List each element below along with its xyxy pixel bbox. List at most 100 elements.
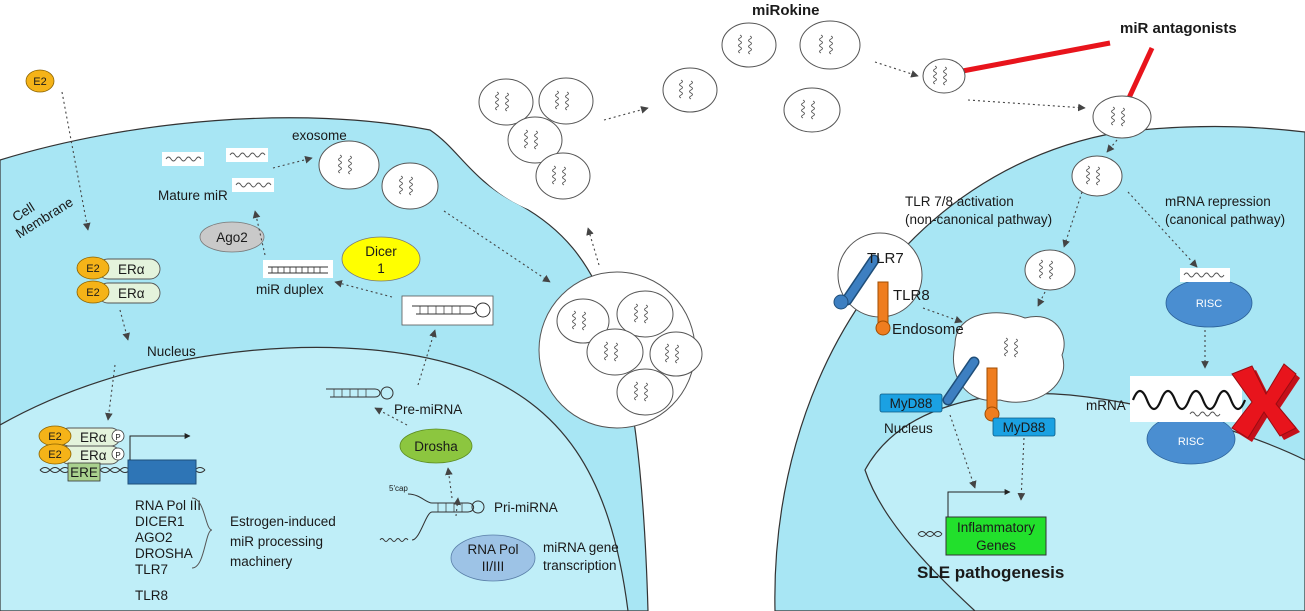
svg-text:Genes: Genes [976,538,1016,553]
svg-text:ERα: ERα [118,262,145,277]
machinery-list: RNA Pol III DICER1 AGO2 DROSHA TLR7 TLR8 [135,498,201,603]
fusing-vesicle [1092,95,1152,139]
tlr8-receptor-bound [984,367,1000,422]
machinery-item: DROSHA [135,546,193,561]
svg-text:ERα: ERα [80,448,107,463]
e2-er-alpha-complex: E2 ERα E2 ERα [76,256,161,304]
tlr7-receptor-bound [942,356,980,406]
drosha-protein: Drosha [399,428,473,464]
target-gene-box [127,459,197,485]
myd88-adaptor: MyD88 [879,393,943,413]
mature-mir-strand [162,152,204,166]
pri-mirna-label: Pri-miRNA [494,500,558,515]
svg-text:E2: E2 [33,76,46,88]
svg-text:1: 1 [377,261,385,276]
svg-text:MyD88: MyD88 [1003,420,1046,435]
pri-mirna: 5'cap [379,484,485,542]
svg-text:ERα: ERα [80,430,107,445]
svg-text:E2: E2 [86,263,99,275]
svg-text:ERE: ERE [70,465,98,480]
endosome-label: Endosome [892,321,964,338]
left-cell-bud-arc [445,118,620,225]
machinery-item: DICER1 [135,514,185,529]
mature-mir-strand [232,178,274,192]
machinery-item: AGO2 [135,530,173,545]
free-vesicle [799,20,861,70]
svg-text:RNA Pol: RNA Pol [467,542,518,557]
svg-text:transcription: transcription [543,558,617,573]
ago2-protein: Ago2 [199,221,265,253]
rna-pol-protein: RNA Pol II/III [450,534,536,582]
multivesicular-body [538,271,703,429]
mrna-strand [1130,376,1247,422]
dicer1-protein: Dicer 1 [341,236,421,282]
risc-complex: RISC [1165,268,1253,328]
e2-molecule-free: E2 [25,69,55,93]
nucleus-left-label: Nucleus [147,344,196,359]
exosome-vesicle [318,140,380,190]
exosome-vesicle [381,162,439,210]
sle-pathogenesis-label: SLE pathogenesis [917,563,1064,582]
phospho-label: P [115,433,120,442]
svg-text:Inflammatory: Inflammatory [957,520,1035,535]
tlr7-receptor [833,254,880,310]
free-vesicle [783,87,841,133]
svg-text:miR processing: miR processing [230,534,323,549]
machinery-item: TLR8 [135,588,168,603]
pre-mirna-exported [401,295,494,326]
mir-antagonists-label: miR antagonists [1120,20,1237,37]
mirna-gene-transcription-label: miRNA gene [543,540,619,555]
mirokine-label: miRokine [752,2,820,19]
endosome-bottom [953,312,1065,403]
svg-text:E2: E2 [48,449,61,461]
mature-mir-strand [226,148,268,162]
exosome-label: exosome [292,128,347,143]
exosome-cluster-top [478,77,594,200]
repression-cross-icon [1231,363,1300,442]
inflammatory-transcription-arrow [947,489,1011,517]
tlr8-receptor [875,281,891,336]
svg-text:RISC: RISC [1196,298,1222,310]
svg-text:RISC: RISC [1178,436,1204,448]
myd88-adaptor: MyD88 [992,417,1056,437]
svg-text:II/III: II/III [482,559,505,574]
mrna-repression-label: mRNA repression [1165,194,1271,209]
svg-text:machinery: machinery [230,554,293,569]
pre-mirna-nuclear [326,386,394,400]
machinery-brace [191,497,213,569]
pre-mirna-label: Pre-miRNA [394,402,462,417]
nucleus-right-label: Nucleus [884,421,933,436]
svg-text:P: P [115,451,120,460]
tlr7-label: TLR7 [867,250,904,267]
svg-text:(non-canonical pathway): (non-canonical pathway) [905,212,1052,227]
mature-mir-label: Mature miR [158,188,228,203]
internal-vesicle [1071,155,1123,197]
transcription-start-arrow [129,433,191,460]
free-vesicle [922,58,966,94]
estrogen-induced-label: Estrogen-induced [230,514,336,529]
mir-duplex [263,260,333,278]
nuclear-e2-er-alpha-complex: E2 ERα P E2 ERα P [38,425,125,465]
svg-text:MyD88: MyD88 [890,396,933,411]
risc-complex-bound: RISC [1146,413,1236,465]
mir-duplex-label: miR duplex [256,282,324,297]
svg-text:(canonical pathway): (canonical pathway) [1165,212,1285,227]
svg-text:E2: E2 [86,287,99,299]
svg-text:Ago2: Ago2 [216,230,248,245]
tlr8-label: TLR8 [893,287,930,304]
tlr-activation-label: TLR 7/8 activation [905,194,1014,209]
svg-text:Dicer: Dicer [365,244,397,259]
machinery-item: TLR7 [135,562,168,577]
free-vesicle [721,22,777,68]
mrna-label: mRNA [1086,398,1126,413]
machinery-item: RNA Pol III [135,498,201,513]
inflammatory-genes-box: Inflammatory Genes [917,516,1047,556]
internal-vesicle [1024,249,1076,291]
svg-text:Drosha: Drosha [414,439,458,454]
ere-element: ERE [67,462,101,482]
svg-text:5'cap: 5'cap [389,484,408,493]
antagonist-inhibitor-1 [945,40,1111,88]
flow-arrows [61,61,1209,517]
free-vesicle [662,67,718,113]
